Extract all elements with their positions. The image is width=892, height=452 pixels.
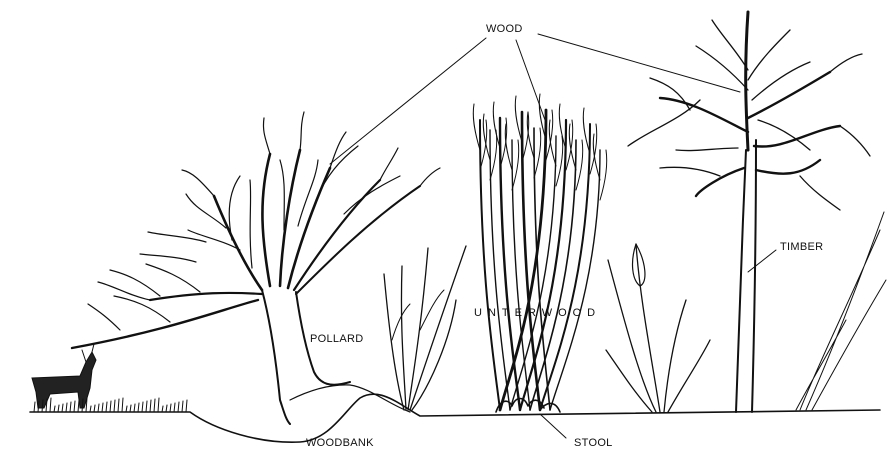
label-stool: STOOL <box>574 437 613 449</box>
grass-strip <box>34 398 187 412</box>
underwood-coppice <box>473 94 607 412</box>
label-pollard: POLLARD <box>310 333 363 345</box>
pollard-tree <box>72 112 440 424</box>
timber-tree <box>628 12 870 412</box>
young-coppice-right <box>606 244 710 412</box>
label-underwood: UNTERWOOD <box>474 307 601 319</box>
label-timber: TIMBER <box>780 241 823 253</box>
deer-figure <box>32 344 96 408</box>
young-coppice-left <box>384 246 466 410</box>
label-woodbank: WOODBANK <box>306 437 374 449</box>
label-wood: WOOD <box>486 23 523 35</box>
